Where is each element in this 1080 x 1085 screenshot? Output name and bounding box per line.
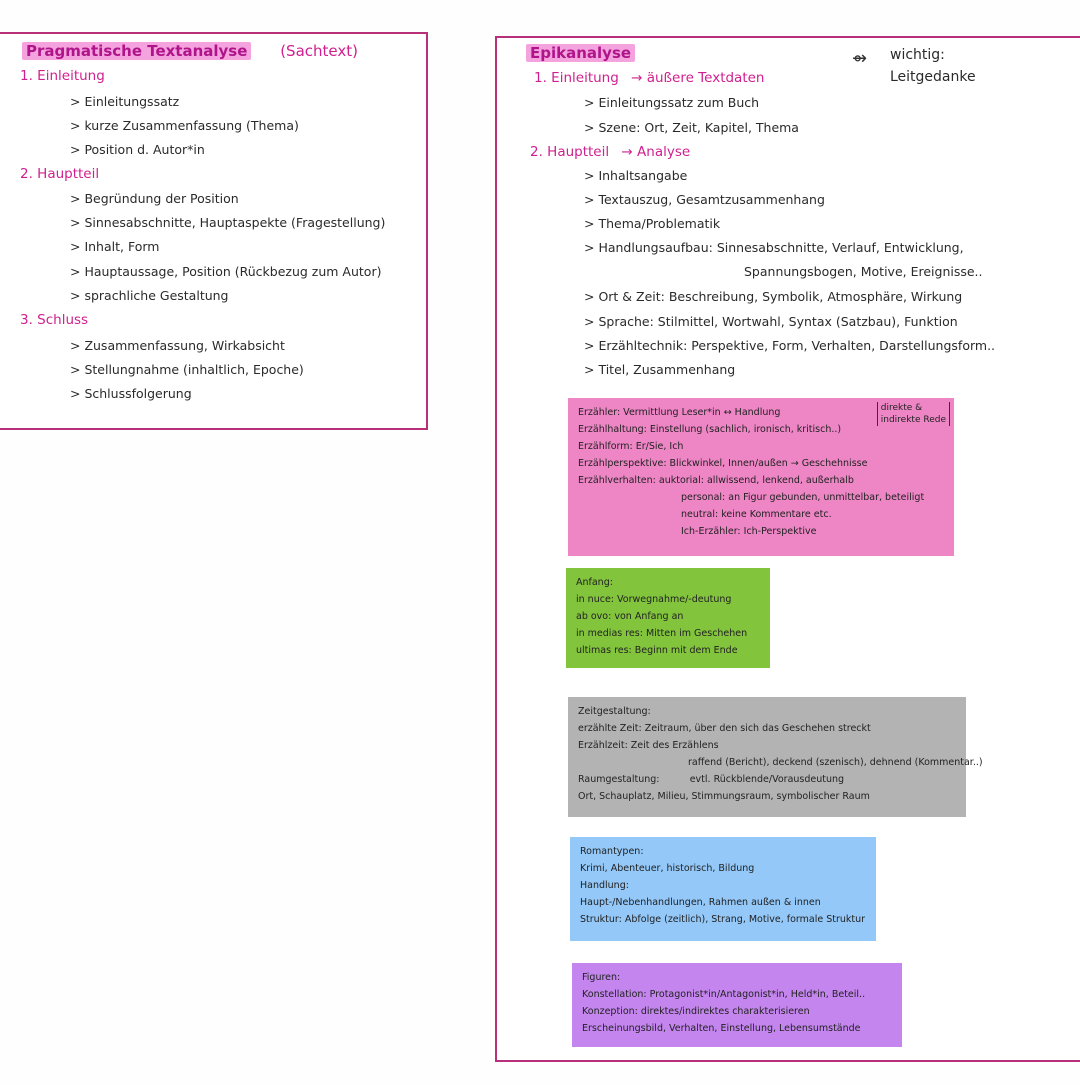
box-line: Konstellation: Protagonist*in/Antagonist… <box>582 989 866 1000</box>
box-line: erzählte Zeit: Zeitraum, über den sich d… <box>578 723 871 734</box>
left-section-heading: 3. Schluss <box>20 312 89 328</box>
box-line: Erzählperspektive: Blickwinkel, Innen/au… <box>578 458 868 469</box>
left-list-item: > Hauptaussage, Position (Rückbezug zum … <box>70 264 382 279</box>
box-line: Anfang: <box>576 577 613 588</box>
box-line: Ich-Erzähler: Ich-Perspektive <box>681 526 817 537</box>
left-section-heading: 2. Hauptteil <box>20 166 100 182</box>
box-line: Haupt-/Nebenhandlungen, Rahmen außen & i… <box>580 897 821 908</box>
box-line: raffend (Bericht), deckend (szenisch), d… <box>688 757 983 768</box>
right-section-heading: 2. Hauptteil → Analyse <box>530 144 690 160</box>
box-line: Konzeption: direktes/indirektes charakte… <box>582 1006 810 1017</box>
right-list-item-continuation: Spannungsbogen, Motive, Ereignisse.. <box>744 264 983 279</box>
box-line: Handlung: <box>580 880 629 891</box>
box-line: Romantypen: <box>580 846 644 857</box>
box-line: Krimi, Abenteuer, historisch, Bildung <box>580 863 755 874</box>
box-line: Erscheinungsbild, Verhalten, Einstellung… <box>582 1023 861 1034</box>
box-line: Erzählzeit: Zeit des Erzählens <box>578 740 719 751</box>
box-line: neutral: keine Kommentare etc. <box>681 509 832 520</box>
left-title: Pragmatische Textanalyse <box>22 42 252 60</box>
left-list-item: > Begründung der Position <box>70 191 239 206</box>
right-section-heading: 1. Einleitung → äußere Textdaten <box>534 70 765 86</box>
box-line: personal: an Figur gebunden, unmittelbar… <box>681 492 925 503</box>
left-section-heading: 1. Einleitung <box>20 68 105 84</box>
right-section-title: 1. Einleitung <box>534 70 619 86</box>
box-line: ultimas res: Beginn mit dem Ende <box>576 645 738 656</box>
left-list-item: > sprachliche Gestaltung <box>70 288 229 303</box>
box-line: Erzählform: Er/Sie, Ich <box>578 441 684 452</box>
right-list-item: > Szene: Ort, Zeit, Kapitel, Thema <box>584 120 799 135</box>
important-note-text: Leitgedanke <box>890 69 976 85</box>
right-list-item: > Inhaltsangabe <box>584 168 688 183</box>
important-note-label: wichtig: <box>890 47 945 63</box>
box-line: Figuren: <box>582 972 621 983</box>
right-section-title: 2. Hauptteil <box>530 144 610 160</box>
right-list-item: > Titel, Zusammenhang <box>584 362 736 377</box>
left-list-item: > Position d. Autor*in <box>70 142 205 157</box>
left-list-item: > Sinnesabschnitte, Hauptaspekte (Frages… <box>70 215 386 230</box>
left-subtitle: (Sachtext) <box>280 42 358 60</box>
right-list-item: > Erzähltechnik: Perspektive, Form, Verh… <box>584 338 996 353</box>
right-list-item: > Thema/Problematik <box>584 216 721 231</box>
bracket-line: indirekte Rede <box>880 415 946 425</box>
left-list-item: > Einleitungssatz <box>70 94 180 109</box>
box-line: in nuce: Vorwegnahme/-deutung <box>576 594 732 605</box>
box-line: Ort, Schauplatz, Milieu, Stimmungsraum, … <box>578 791 870 802</box>
left-list-item: > kurze Zusammenfassung (Thema) <box>70 118 299 133</box>
box-line: Struktur: Abfolge (zeitlich), Strang, Mo… <box>580 914 866 925</box>
box-line: Erzählhaltung: Einstellung (sachlich, ir… <box>578 424 842 435</box>
time-space-box: Zeitgestaltung: erzählte Zeit: Zeitraum,… <box>568 697 983 817</box>
right-section-arrow: → äußere Textdaten <box>631 70 765 86</box>
right-list-item: > Ort & Zeit: Beschreibung, Symbolik, At… <box>584 289 963 304</box>
pragmatic-analysis-card <box>0 32 428 430</box>
left-list-item: > Schlussfolgerung <box>70 386 192 401</box>
beginning-box: Anfang: in nuce: Vorwegnahme/-deutung ab… <box>566 568 770 668</box>
bracket-line: direkte & <box>880 403 923 413</box>
box-line: Raumgestaltung: evtl. Rückblende/Vorausd… <box>578 774 845 785</box>
left-list-item: > Inhalt, Form <box>70 239 160 254</box>
right-list-item: > Textauszug, Gesamtzusammenhang <box>584 192 825 207</box>
box-line: Zeitgestaltung: <box>578 706 651 717</box>
right-list-item: > Einleitungssatz zum Buch <box>584 95 760 110</box>
narrator-box: Erzähler: Vermittlung Leser*in ↔ Handlun… <box>568 398 954 556</box>
box-line: ab ovo: von Anfang an <box>576 611 684 622</box>
characters-box: Figuren: Konstellation: Protagonist*in/A… <box>572 963 902 1047</box>
right-title-row: Epikanalyse <box>526 44 636 62</box>
right-title: Epikanalyse <box>526 44 636 62</box>
novel-types-box: Romantypen: Krimi, Abenteuer, historisch… <box>570 837 876 941</box>
arrow-icon: ⇴ <box>852 48 868 69</box>
left-list-item: > Stellungnahme (inhaltlich, Epoche) <box>70 362 304 377</box>
box-line: Erzähler: Vermittlung Leser*in ↔ Handlun… <box>578 407 781 418</box>
box-line: Erzählverhalten: auktorial: allwissend, … <box>578 475 854 486</box>
speech-bracket-note: direkte & indirekte Rede <box>876 402 950 426</box>
important-note: wichtig: Leitgedanke <box>890 44 976 88</box>
right-list-item: > Handlungsaufbau: Sinnesabschnitte, Ver… <box>584 240 964 255</box>
right-section-arrow: → Analyse <box>621 144 691 160</box>
box-line: in medias res: Mitten im Geschehen <box>576 628 748 639</box>
right-list-item: > Sprache: Stilmittel, Wortwahl, Syntax … <box>584 314 958 329</box>
left-list-item: > Zusammenfassung, Wirkabsicht <box>70 338 285 353</box>
left-title-row: Pragmatische Textanalyse (Sachtext) <box>22 42 358 60</box>
